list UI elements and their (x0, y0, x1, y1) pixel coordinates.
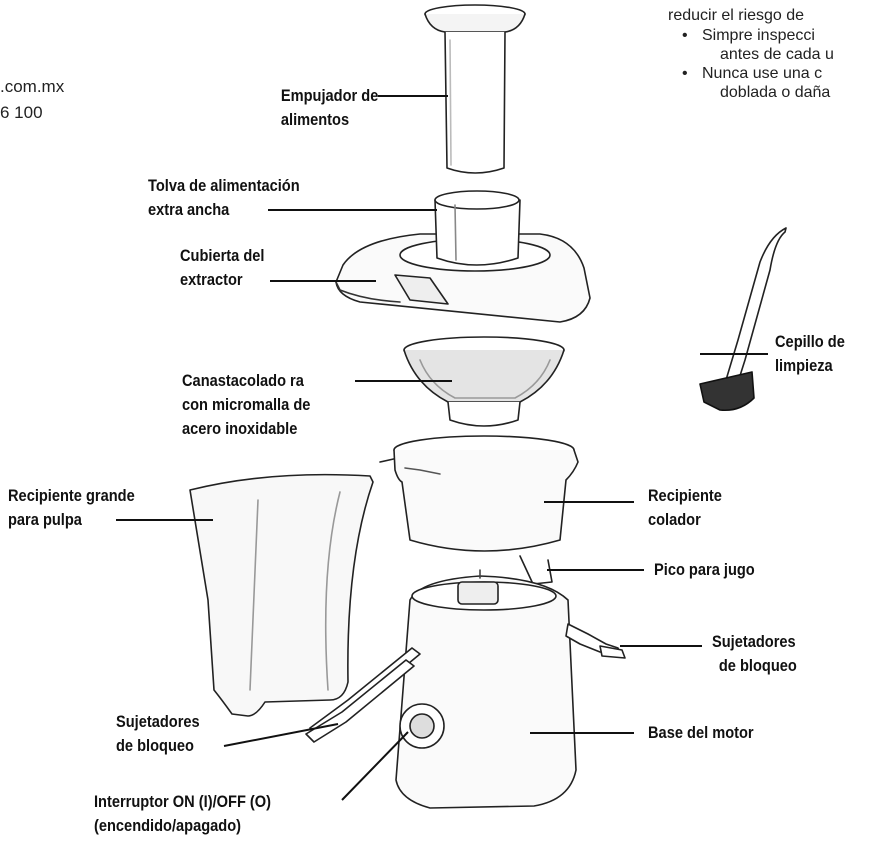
bullet-icon: • (682, 27, 688, 44)
label-line: (encendido/apagado) (94, 816, 242, 835)
label-locking-clips-left: Sujetadores de bloqueo (116, 710, 200, 758)
label-line: Canastacolado ra (182, 371, 304, 390)
cleaning-brush-illustration (699, 227, 787, 412)
leader-switch (341, 731, 409, 801)
label-line: Sujetadores (712, 632, 796, 651)
label-line: extra ancha (148, 200, 230, 219)
label-motor-base: Base del motor (648, 721, 754, 745)
label-juice-spout: Pico para jugo (654, 558, 755, 582)
label-line: para pulpa (8, 510, 82, 529)
label-line: con micromalla de (182, 395, 311, 414)
label-line: Recipiente grande (8, 486, 135, 505)
label-cleaning-brush: Cepillo de limpieza (775, 330, 845, 378)
safety-note-line: Simpre inspecci (702, 27, 815, 44)
contact-web-fragment: .com.mx (0, 77, 65, 96)
label-line: Pico para jugo (654, 560, 755, 579)
filter-bowl-illustration (379, 435, 579, 585)
safety-note-line: antes de cada u (720, 46, 834, 63)
label-line: limpieza (775, 356, 833, 375)
label-line: Cepillo de (775, 332, 845, 351)
bullet-icon: • (682, 65, 688, 82)
label-line: acero inoxidable (182, 419, 298, 438)
label-line: Cubierta del (180, 246, 265, 265)
label-line: Base del motor (648, 723, 754, 742)
label-line: Interruptor ON (I)/OFF (O) (94, 792, 272, 811)
label-line: Sujetadores (116, 712, 200, 731)
label-food-pusher: Empujador de alimentos (281, 84, 378, 132)
locking-clips-left-illustration (305, 647, 421, 743)
pulp-container-illustration (189, 473, 374, 717)
food-pusher-illustration (424, 4, 526, 174)
label-feed-chute: Tolva de alimentación extra ancha (148, 174, 300, 222)
safety-note-line: Nunca use una c (702, 65, 823, 82)
label-line: alimentos (280, 110, 349, 129)
locking-clips-right-illustration (565, 623, 626, 659)
leader-clips-left (223, 723, 339, 747)
label-filter-bowl: Recipiente colador (648, 484, 722, 532)
label-cover: Cubierta del extractor (180, 244, 264, 292)
cover-illustration (335, 190, 591, 323)
safety-note-line: reducir el riesgo de (668, 7, 805, 24)
safety-note-line: doblada o daña (720, 84, 831, 101)
label-line: extractor (180, 270, 243, 289)
label-power-switch: Interruptor ON (I)/OFF (O) (encendido/ap… (94, 790, 271, 838)
label-line: colador (648, 510, 701, 529)
label-pulp-container: Recipiente grande para pulpa (8, 484, 135, 532)
label-filter-basket: Canastacolado ra con micromalla de acero… (182, 369, 310, 441)
motor-base-illustration (395, 569, 577, 809)
label-line: de bloqueo (718, 656, 797, 675)
label-line: Empujador de (280, 86, 378, 105)
filter-basket-illustration (403, 336, 565, 427)
label-line: Tolva de alimentación (148, 176, 300, 195)
label-locking-clips-right: Sujetadores de bloqueo (712, 630, 797, 678)
contact-phone-fragment: 6 100 (0, 103, 43, 122)
label-line: de bloqueo (116, 736, 194, 755)
label-line: Recipiente (648, 486, 722, 505)
